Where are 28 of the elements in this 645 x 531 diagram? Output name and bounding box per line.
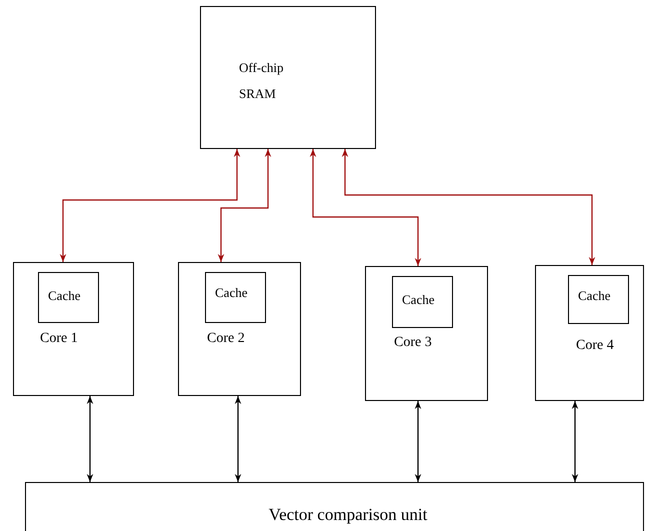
arrow	[572, 401, 578, 482]
cache-box	[205, 272, 266, 323]
cache-box	[392, 276, 453, 328]
core-box	[13, 262, 134, 396]
box-label: Vector comparison unit	[268, 505, 428, 525]
cache-box	[568, 275, 629, 324]
arrow	[342, 149, 596, 265]
box-label: Core 1	[40, 331, 78, 347]
box-label: Core 3	[394, 335, 432, 351]
arrow	[414, 401, 422, 482]
box-label: Core 4	[576, 338, 614, 354]
box-label: Cache	[215, 285, 248, 301]
box-label: Core 2	[207, 331, 245, 347]
core-box	[535, 265, 644, 401]
box-label: Cache	[48, 288, 80, 304]
arrow	[218, 149, 272, 262]
arrow	[86, 396, 94, 482]
cache-box	[38, 272, 99, 323]
box-label: Cache	[578, 288, 610, 304]
arrow	[310, 149, 422, 266]
core-box	[178, 262, 301, 396]
arrow	[60, 149, 240, 262]
box-label: Off-chip SRAM	[239, 59, 285, 103]
core-box	[365, 266, 488, 401]
memory-box	[200, 6, 376, 149]
box-label: Cache	[402, 292, 434, 308]
unit-box	[25, 482, 644, 531]
arrow	[234, 396, 242, 482]
